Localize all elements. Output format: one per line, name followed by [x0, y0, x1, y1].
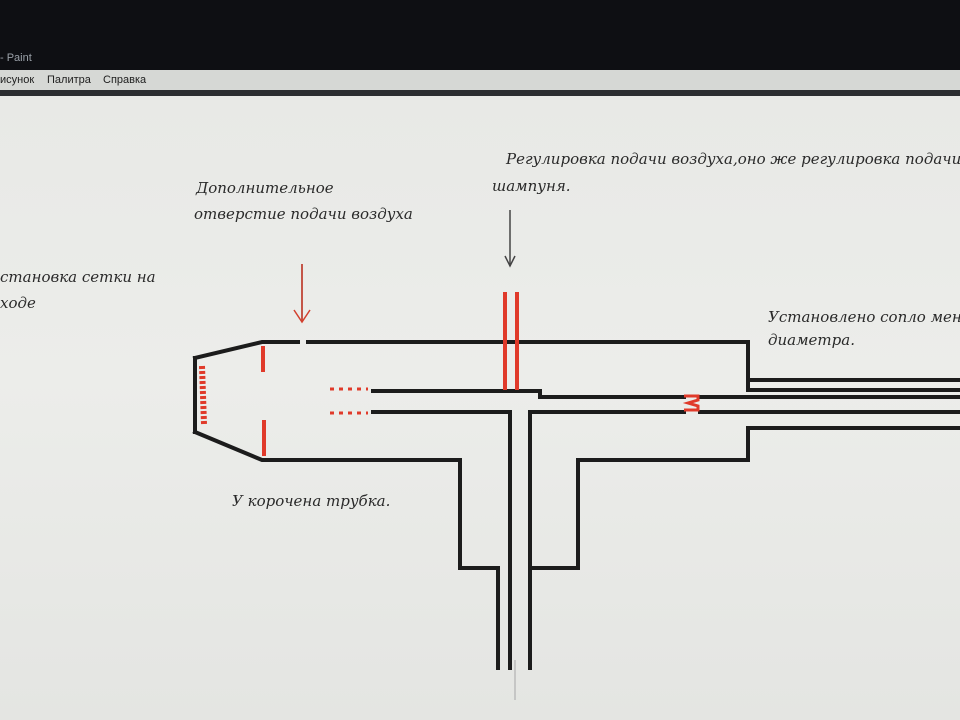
title-bar: - Paint — [0, 0, 960, 70]
paint-canvas[interactable] — [0, 96, 960, 720]
label-extra-hole-1: Дополнительное — [195, 179, 334, 197]
label-regulation-1: Регулировка подачи воздуха,оно же регули… — [505, 150, 960, 168]
tube-bottom-wall — [192, 429, 500, 670]
arrow-regulation-head — [504, 255, 516, 268]
label-mesh-2: ходе — [0, 294, 36, 312]
menu-item-help[interactable]: Справка — [103, 74, 147, 86]
mesh-screen — [199, 365, 207, 425]
label-nozzle-2: диаметра. — [768, 331, 855, 349]
window-title: - Paint — [0, 52, 32, 64]
label-extra-hole-2: отверстие подачи воздуха — [194, 205, 413, 223]
menu-divider — [0, 90, 960, 96]
menu-item-palette[interactable]: Палитра — [47, 74, 91, 86]
menu-item-picture[interactable]: исунок — [0, 74, 35, 86]
small-nozzle — [682, 394, 700, 412]
inner-pipe-bottom — [371, 410, 512, 670]
tube-top-wall-left — [192, 340, 300, 361]
right-vertical-pipe — [528, 426, 750, 670]
label-nozzle-1: Установлено сопло мень — [768, 308, 960, 326]
label-regulation-2: шампуня. — [492, 177, 571, 195]
menu-bar — [0, 70, 960, 90]
label-mesh-1: становка сетки на — [0, 268, 156, 286]
label-shortened: У корочена трубка. — [232, 492, 390, 510]
